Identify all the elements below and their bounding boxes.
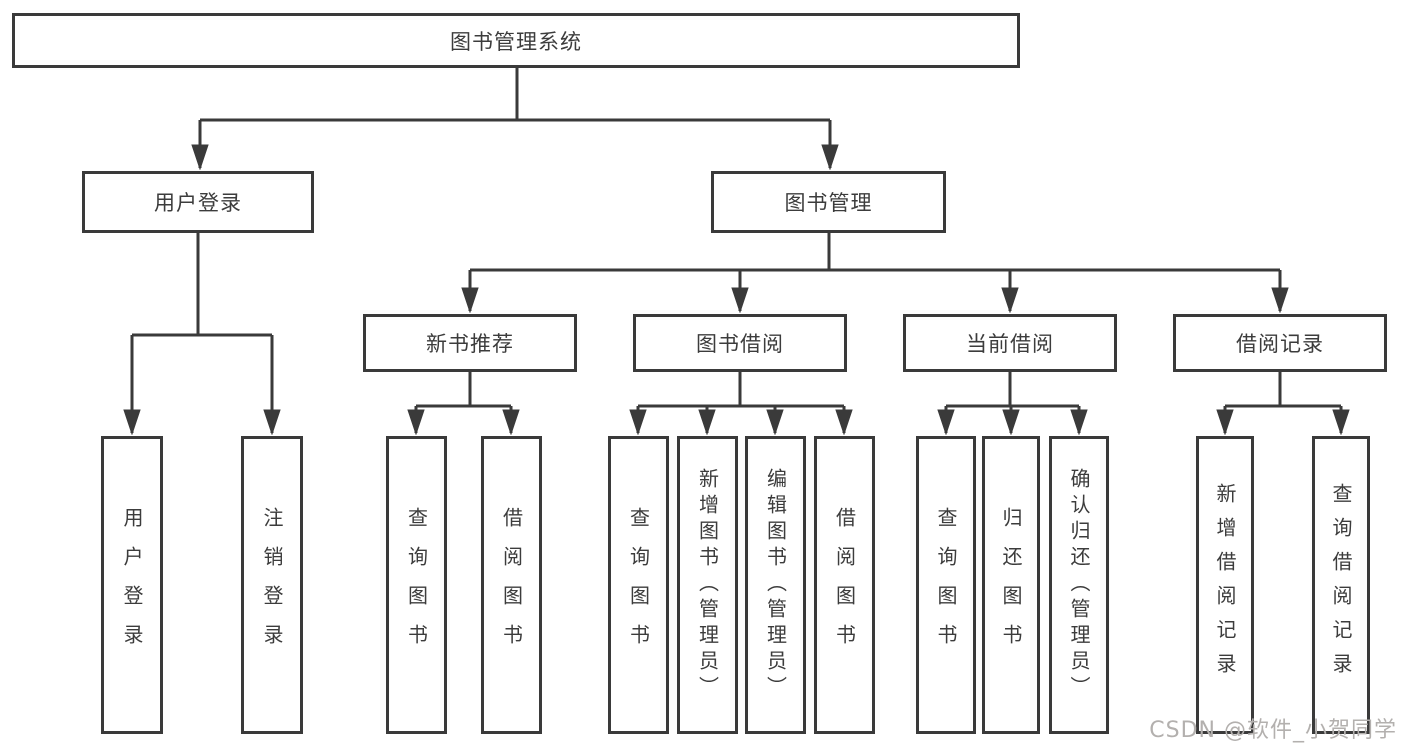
node-current-borrowing: 当前借阅 (903, 314, 1117, 372)
leaf-query-books-borrow: 查询图书 (608, 436, 669, 734)
leaf-add-borrow-record: 新增借阅记录 (1196, 436, 1254, 734)
node-user-login: 用户登录 (82, 171, 314, 233)
leaf-confirm-return-admin: 确认归还（管理员） (1049, 436, 1109, 734)
csdn-watermark: CSDN @软件_小贺同学 (1149, 718, 1397, 743)
leaf-edit-books-admin: 编辑图书（管理员） (745, 436, 806, 734)
leaf-query-borrow-record: 查询借阅记录 (1312, 436, 1370, 734)
leaf-borrow-books-newbook: 借阅图书 (481, 436, 542, 734)
leaf-borrow-books: 借阅图书 (814, 436, 875, 734)
node-library-system: 图书管理系统 (12, 13, 1020, 68)
leaf-return-books: 归还图书 (982, 436, 1040, 734)
node-book-management: 图书管理 (711, 171, 946, 233)
leaf-add-books-admin: 新增图书（管理员） (677, 436, 738, 734)
leaf-user-login: 用户登录 (101, 436, 163, 734)
leaf-query-books-current: 查询图书 (916, 436, 976, 734)
node-borrow-records: 借阅记录 (1173, 314, 1387, 372)
node-book-borrowing: 图书借阅 (633, 314, 847, 372)
leaf-query-books-newbook: 查询图书 (386, 436, 447, 734)
leaf-logout: 注销登录 (241, 436, 303, 734)
node-new-book-recommend: 新书推荐 (363, 314, 577, 372)
